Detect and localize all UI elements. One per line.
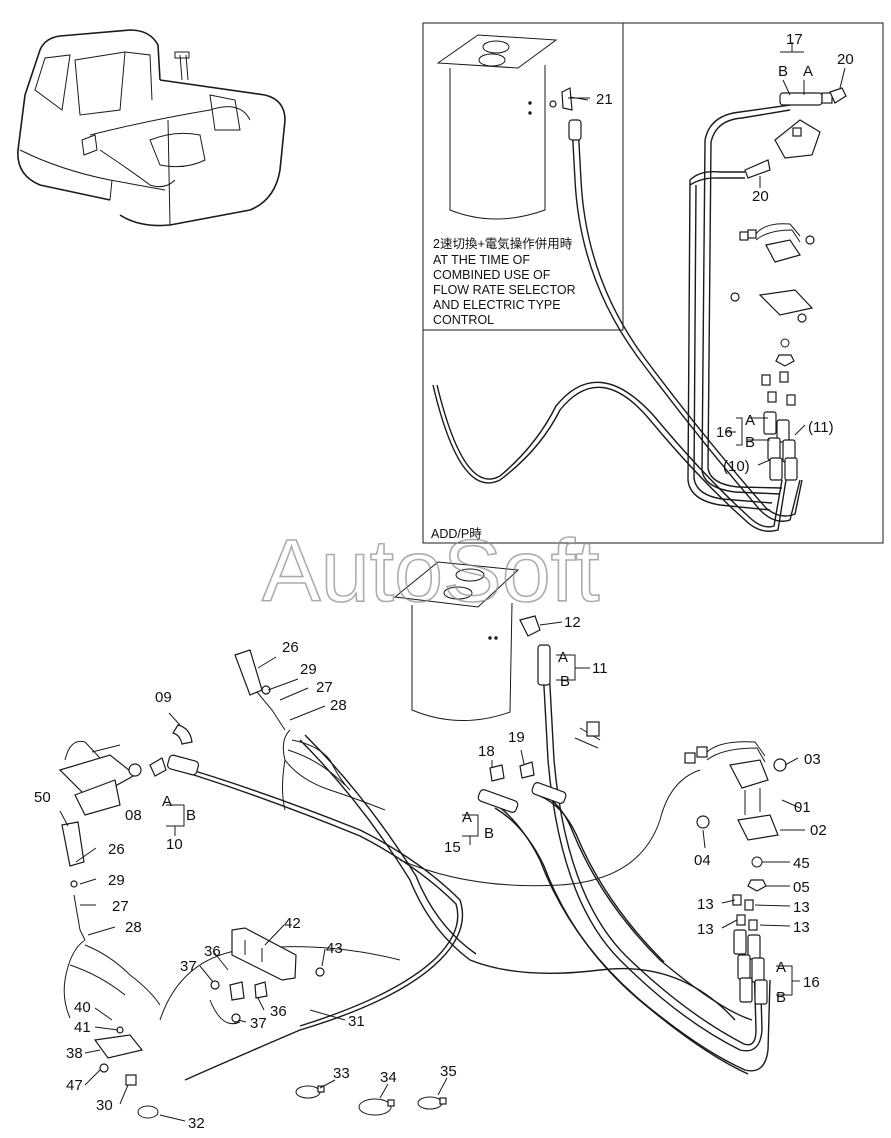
label-40: 40 bbox=[74, 999, 91, 1016]
label-17-A: A bbox=[803, 63, 813, 80]
label-16-inset: 16 bbox=[716, 424, 733, 441]
label-10: 10 bbox=[166, 836, 183, 853]
left-lever-boot bbox=[61, 821, 161, 1119]
watermark-text: AutoSoft bbox=[262, 521, 600, 620]
label-20-top: 20 bbox=[837, 51, 854, 68]
note-line-6: CONTROL bbox=[433, 313, 494, 327]
label-10-inset: (10) bbox=[723, 458, 750, 475]
label-29-top: 29 bbox=[300, 661, 317, 678]
excavator-overview bbox=[17, 29, 286, 227]
label-11-inset: (11) bbox=[808, 419, 834, 436]
label-09: 09 bbox=[155, 689, 172, 706]
hose-clamps bbox=[295, 1085, 447, 1116]
inset-fittings bbox=[549, 87, 847, 481]
label-50: 50 bbox=[34, 789, 51, 806]
label-42: 42 bbox=[284, 915, 301, 932]
leader-lines bbox=[59, 42, 846, 1122]
note-line-5: AND ELECTRIC TYPE bbox=[433, 298, 561, 312]
label-29-bottom: 29 bbox=[108, 872, 125, 889]
label-47: 47 bbox=[66, 1077, 83, 1094]
note-line-1: 2速切換+電気操作併用時 bbox=[433, 236, 573, 251]
label-15: 15 bbox=[444, 839, 461, 856]
inset-note: 2速切換+電気操作併用時 AT THE TIME OF COMBINED USE… bbox=[431, 236, 576, 541]
label-41: 41 bbox=[74, 1019, 91, 1036]
label-34: 34 bbox=[380, 1069, 397, 1086]
label-37-top: 37 bbox=[180, 958, 197, 975]
label-36-bottom: 36 bbox=[270, 1003, 287, 1020]
inset-hoses bbox=[432, 104, 803, 532]
label-08: 08 bbox=[125, 807, 142, 824]
label-36-top: 36 bbox=[204, 943, 221, 960]
label-33: 33 bbox=[333, 1065, 350, 1082]
label-20-bottom: 20 bbox=[752, 188, 769, 205]
inset-frame bbox=[422, 22, 884, 544]
label-19: 19 bbox=[508, 729, 525, 746]
label-11: 11 bbox=[592, 660, 608, 677]
label-26-bottom: 26 bbox=[108, 841, 125, 858]
bracket-relay bbox=[209, 927, 325, 1025]
label-18: 18 bbox=[478, 743, 495, 760]
label-16-A-main: A bbox=[776, 959, 786, 976]
main-tank bbox=[393, 561, 541, 722]
label-10-B: B bbox=[186, 807, 196, 824]
label-16-B-main: B bbox=[776, 989, 786, 1006]
note-line-2: AT THE TIME OF bbox=[433, 253, 530, 267]
label-16-A: A bbox=[745, 412, 755, 429]
right-lever-boot bbox=[234, 649, 386, 811]
label-26-top: 26 bbox=[282, 639, 299, 656]
label-17-B: B bbox=[778, 63, 788, 80]
part-labels: 21 17 B A 20 20 A B 16 (11) (10) 12 A B … bbox=[34, 31, 854, 1132]
label-38: 38 bbox=[66, 1045, 83, 1062]
label-45: 45 bbox=[793, 855, 810, 872]
label-03: 03 bbox=[804, 751, 821, 768]
label-11-A: A bbox=[558, 649, 568, 666]
label-02: 02 bbox=[810, 822, 827, 839]
inset-tank bbox=[436, 34, 558, 220]
label-28-top: 28 bbox=[330, 697, 347, 714]
label-31: 31 bbox=[348, 1013, 365, 1030]
label-15-B: B bbox=[484, 825, 494, 842]
label-13-c: 13 bbox=[697, 921, 714, 938]
label-05: 05 bbox=[793, 879, 810, 896]
label-13-a: 13 bbox=[697, 896, 714, 913]
label-16: 16 bbox=[803, 974, 820, 991]
label-28-bottom: 28 bbox=[125, 919, 142, 936]
label-16-B: B bbox=[745, 434, 755, 451]
label-15-A: A bbox=[462, 809, 472, 826]
label-35: 35 bbox=[440, 1063, 457, 1080]
label-01: 01 bbox=[794, 799, 811, 816]
label-43: 43 bbox=[326, 940, 343, 957]
inset-footer: ADD/P時 bbox=[431, 527, 482, 541]
label-13-b: 13 bbox=[793, 899, 810, 916]
label-37-bottom: 37 bbox=[250, 1015, 267, 1032]
label-13-d: 13 bbox=[793, 919, 810, 936]
label-32: 32 bbox=[188, 1115, 205, 1132]
pedal-assembly bbox=[58, 724, 193, 816]
main-right-fittings bbox=[489, 721, 787, 1005]
label-27-bottom: 27 bbox=[112, 898, 129, 915]
label-17: 17 bbox=[786, 31, 803, 48]
label-27-top: 27 bbox=[316, 679, 333, 696]
label-11-B: B bbox=[560, 673, 570, 690]
label-10-A: A bbox=[162, 793, 172, 810]
label-21: 21 bbox=[596, 91, 613, 108]
label-04: 04 bbox=[694, 852, 711, 869]
note-line-4: FLOW RATE SELECTOR bbox=[433, 283, 576, 297]
note-line-3: COMBINED USE OF bbox=[433, 268, 551, 282]
label-30: 30 bbox=[96, 1097, 113, 1114]
label-12: 12 bbox=[564, 614, 581, 631]
